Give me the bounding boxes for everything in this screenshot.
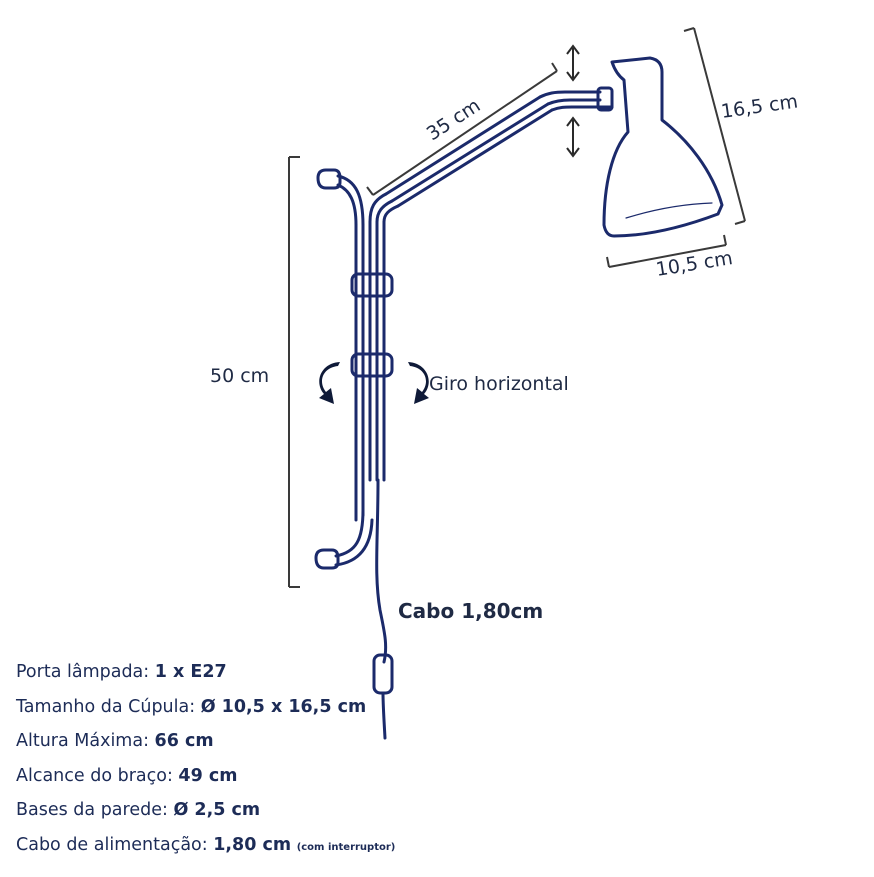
bottom-wall-base <box>314 548 340 570</box>
power-cable <box>375 478 388 664</box>
wall-lamp-illustration <box>314 56 724 740</box>
rotate-right-icon <box>408 362 429 404</box>
tilt-arrows-icon <box>566 44 580 158</box>
height-dimension-line <box>288 156 300 588</box>
spec-wall-bases: Bases da parede: Ø 2,5 cm <box>16 800 261 820</box>
upper-clamp <box>350 272 394 298</box>
shade-height-dimension-label: 16,5 cm <box>720 90 800 123</box>
specification-list: Porta lâmpada: 1 x E27 Tamanho da Cúpula… <box>16 655 395 865</box>
shade-diameter-dimension-line <box>606 234 727 268</box>
spec-arm-reach: Alcance do braço: 49 cm <box>16 765 238 786</box>
arm-dimension-line <box>366 62 558 196</box>
spec-power-cable: Cabo de alimentação: 1,80 cm (com interr… <box>16 834 396 855</box>
spec-max-height: Altura Máxima: 66 cm <box>16 731 214 751</box>
rotate-left-icon <box>319 362 340 404</box>
lower-clamp <box>350 352 394 378</box>
spec-lamp-holder: Porta lâmpada: 1 x E27 <box>16 662 227 682</box>
shade-diameter-dimension-label: 10,5 cm <box>654 247 734 281</box>
top-wall-base <box>316 168 342 190</box>
lamp-shade <box>602 56 724 238</box>
shade-height-dimension-line <box>683 27 746 225</box>
cable-label: Cabo 1,80cm <box>398 599 543 623</box>
spec-shade-size: Tamanho da Cúpula: Ø 10,5 x 16,5 cm <box>16 696 367 717</box>
rotation-label: Giro horizontal <box>429 373 569 395</box>
height-dimension-label: 50 cm <box>210 365 269 387</box>
